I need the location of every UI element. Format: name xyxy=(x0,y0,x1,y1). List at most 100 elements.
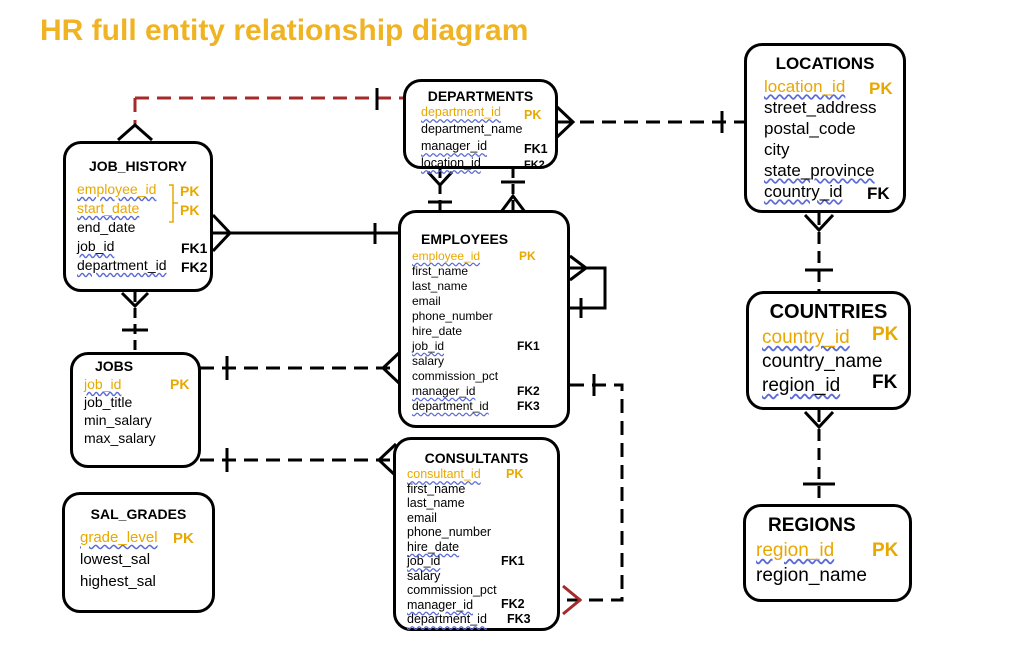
key-fk1: FK1 xyxy=(501,554,525,568)
crow-foot xyxy=(211,213,233,253)
attribute-commission-pct: commission_pct xyxy=(407,583,497,597)
crow-foot xyxy=(376,442,398,478)
attribute-phone-number: phone_number xyxy=(412,309,493,323)
key-pk: PK xyxy=(524,108,542,122)
attribute-department-id: department_id xyxy=(407,612,487,626)
crow-foot xyxy=(499,193,527,213)
crow-foot xyxy=(380,350,402,386)
key-fk: FK xyxy=(872,372,898,393)
key-fk1: FK1 xyxy=(524,142,548,156)
attribute-consultant-id: consultant_id xyxy=(407,467,481,481)
key-fk2: FK2 xyxy=(181,259,208,275)
entity-countries: COUNTRIES country_id country_name region… xyxy=(746,291,911,410)
attribute-first-name: first_name xyxy=(412,264,469,278)
entity-title: CONSULTANTS xyxy=(424,450,529,466)
key-fk3: FK3 xyxy=(507,612,531,626)
crow-foot xyxy=(569,254,589,282)
attribute-lowest-sal: lowest_sal xyxy=(80,551,151,568)
attribute-job-id: job_id xyxy=(77,238,115,254)
entity-title: LOCATIONS xyxy=(775,54,875,73)
attribute-location-id: location_id xyxy=(764,77,846,96)
attribute-manager-id: manager_id xyxy=(421,139,488,153)
attribute-last-name: last_name xyxy=(407,496,465,510)
attribute-location-id: location_id xyxy=(421,156,481,170)
entity-title: REGIONS xyxy=(768,515,856,536)
entity-regions: REGIONS region_id region_name PK xyxy=(743,504,912,602)
attribute-first-name: first_name xyxy=(407,481,466,496)
attribute-employee-id: employee_id xyxy=(77,181,157,197)
entity-title: JOBS xyxy=(95,358,134,374)
attribute-email: email xyxy=(412,294,441,308)
attribute-department-id: department_id xyxy=(412,399,489,413)
key-pk: PK xyxy=(180,183,200,199)
rel-employees-consultants xyxy=(560,383,624,602)
attribute-commission-pct: commission_pct xyxy=(412,369,499,383)
key-pk: PK xyxy=(170,376,190,392)
crow-foot xyxy=(562,584,583,616)
attribute-department-id: department_id xyxy=(77,257,167,273)
entity-departments: DEPARTMENTS department_id department_nam… xyxy=(403,79,558,171)
attribute-salary: salary xyxy=(412,354,445,368)
key-pk: PK xyxy=(519,249,536,263)
attribute-employee-id: employee_id xyxy=(412,249,481,263)
crow-foot xyxy=(803,410,835,430)
entity-sal-grades: SAL_GRADES grade_level lowest_sal highes… xyxy=(62,492,215,613)
entity-title: COUNTRIES xyxy=(769,301,888,323)
attribute-job-title: job_title xyxy=(84,394,133,410)
attribute-postal-code: postal_code xyxy=(764,119,856,138)
key-fk2: FK2 xyxy=(517,384,540,398)
attribute-start-date: start_date xyxy=(77,200,140,216)
attribute-phone-number: phone_number xyxy=(407,525,492,539)
attribute-highest-sal: highest_sal xyxy=(80,573,156,590)
key-pk: PK xyxy=(872,324,899,345)
entity-job-history: JOB_HISTORY employee_id start_date end_d… xyxy=(63,141,213,292)
attribute-street-address: street_address xyxy=(764,98,877,117)
attribute-state-province: state_province xyxy=(764,161,875,180)
key-pk: PK xyxy=(506,467,524,481)
attribute-hire-date: hire_date xyxy=(412,324,463,338)
attribute-hire-date: hire_date xyxy=(407,539,460,554)
key-fk1: FK1 xyxy=(517,339,540,353)
attribute-region-id: region_id xyxy=(762,375,841,396)
key-fk: FK xyxy=(867,184,890,203)
attribute-region-name: region_name xyxy=(756,565,867,586)
attribute-manager-id: manager_id xyxy=(412,384,476,398)
entity-title: DEPARTMENTS xyxy=(427,88,534,104)
entity-title: EMPLOYEES xyxy=(421,231,509,247)
attribute-region-id: region_id xyxy=(756,540,835,561)
attribute-department-name: department_name xyxy=(421,122,523,136)
attribute-job-id: job_id xyxy=(407,554,441,568)
entity-employees: EMPLOYEES employee_id first_name last_na… xyxy=(398,210,570,428)
entity-consultants: CONSULTANTS consultant_id first_name las… xyxy=(393,437,560,631)
key-fk2: FK2 xyxy=(524,159,545,171)
entity-locations: LOCATIONS location_id street_address pos… xyxy=(744,43,906,213)
attribute-end-date: end_date xyxy=(77,219,136,235)
attribute-job-id: job_id xyxy=(412,339,445,353)
key-fk1: FK1 xyxy=(181,240,208,256)
rel-employees-self xyxy=(570,266,607,310)
entity-title: JOB_HISTORY xyxy=(88,158,188,174)
composite-key-bracket xyxy=(169,184,178,223)
attribute-email: email xyxy=(407,510,437,525)
diagram-title: HR full entity relationship diagram xyxy=(40,14,529,47)
crow-foot xyxy=(803,213,835,233)
crow-foot xyxy=(553,103,576,141)
crow-foot xyxy=(426,170,454,188)
entity-jobs: JOBS job_id job_title min_salary max_sal… xyxy=(70,352,201,468)
attribute-manager-id: manager_id xyxy=(407,597,474,612)
attribute-country-name: country_name xyxy=(762,351,883,372)
crow-foot xyxy=(120,291,150,309)
attribute-department-id: department_id xyxy=(421,105,501,119)
attribute-country-id: country_id xyxy=(762,327,850,348)
attribute-country-id: country_id xyxy=(764,182,843,201)
key-pk: PK xyxy=(173,530,194,547)
key-pk: PK xyxy=(180,202,200,218)
key-fk2: FK2 xyxy=(501,597,525,611)
key-pk: PK xyxy=(872,540,899,561)
attribute-city: city xyxy=(764,140,790,159)
attribute-last-name: last_name xyxy=(412,279,468,293)
attribute-grade-level: grade_level xyxy=(80,529,158,546)
attribute-min-salary: min_salary xyxy=(84,412,152,428)
key-pk: PK xyxy=(869,79,893,98)
